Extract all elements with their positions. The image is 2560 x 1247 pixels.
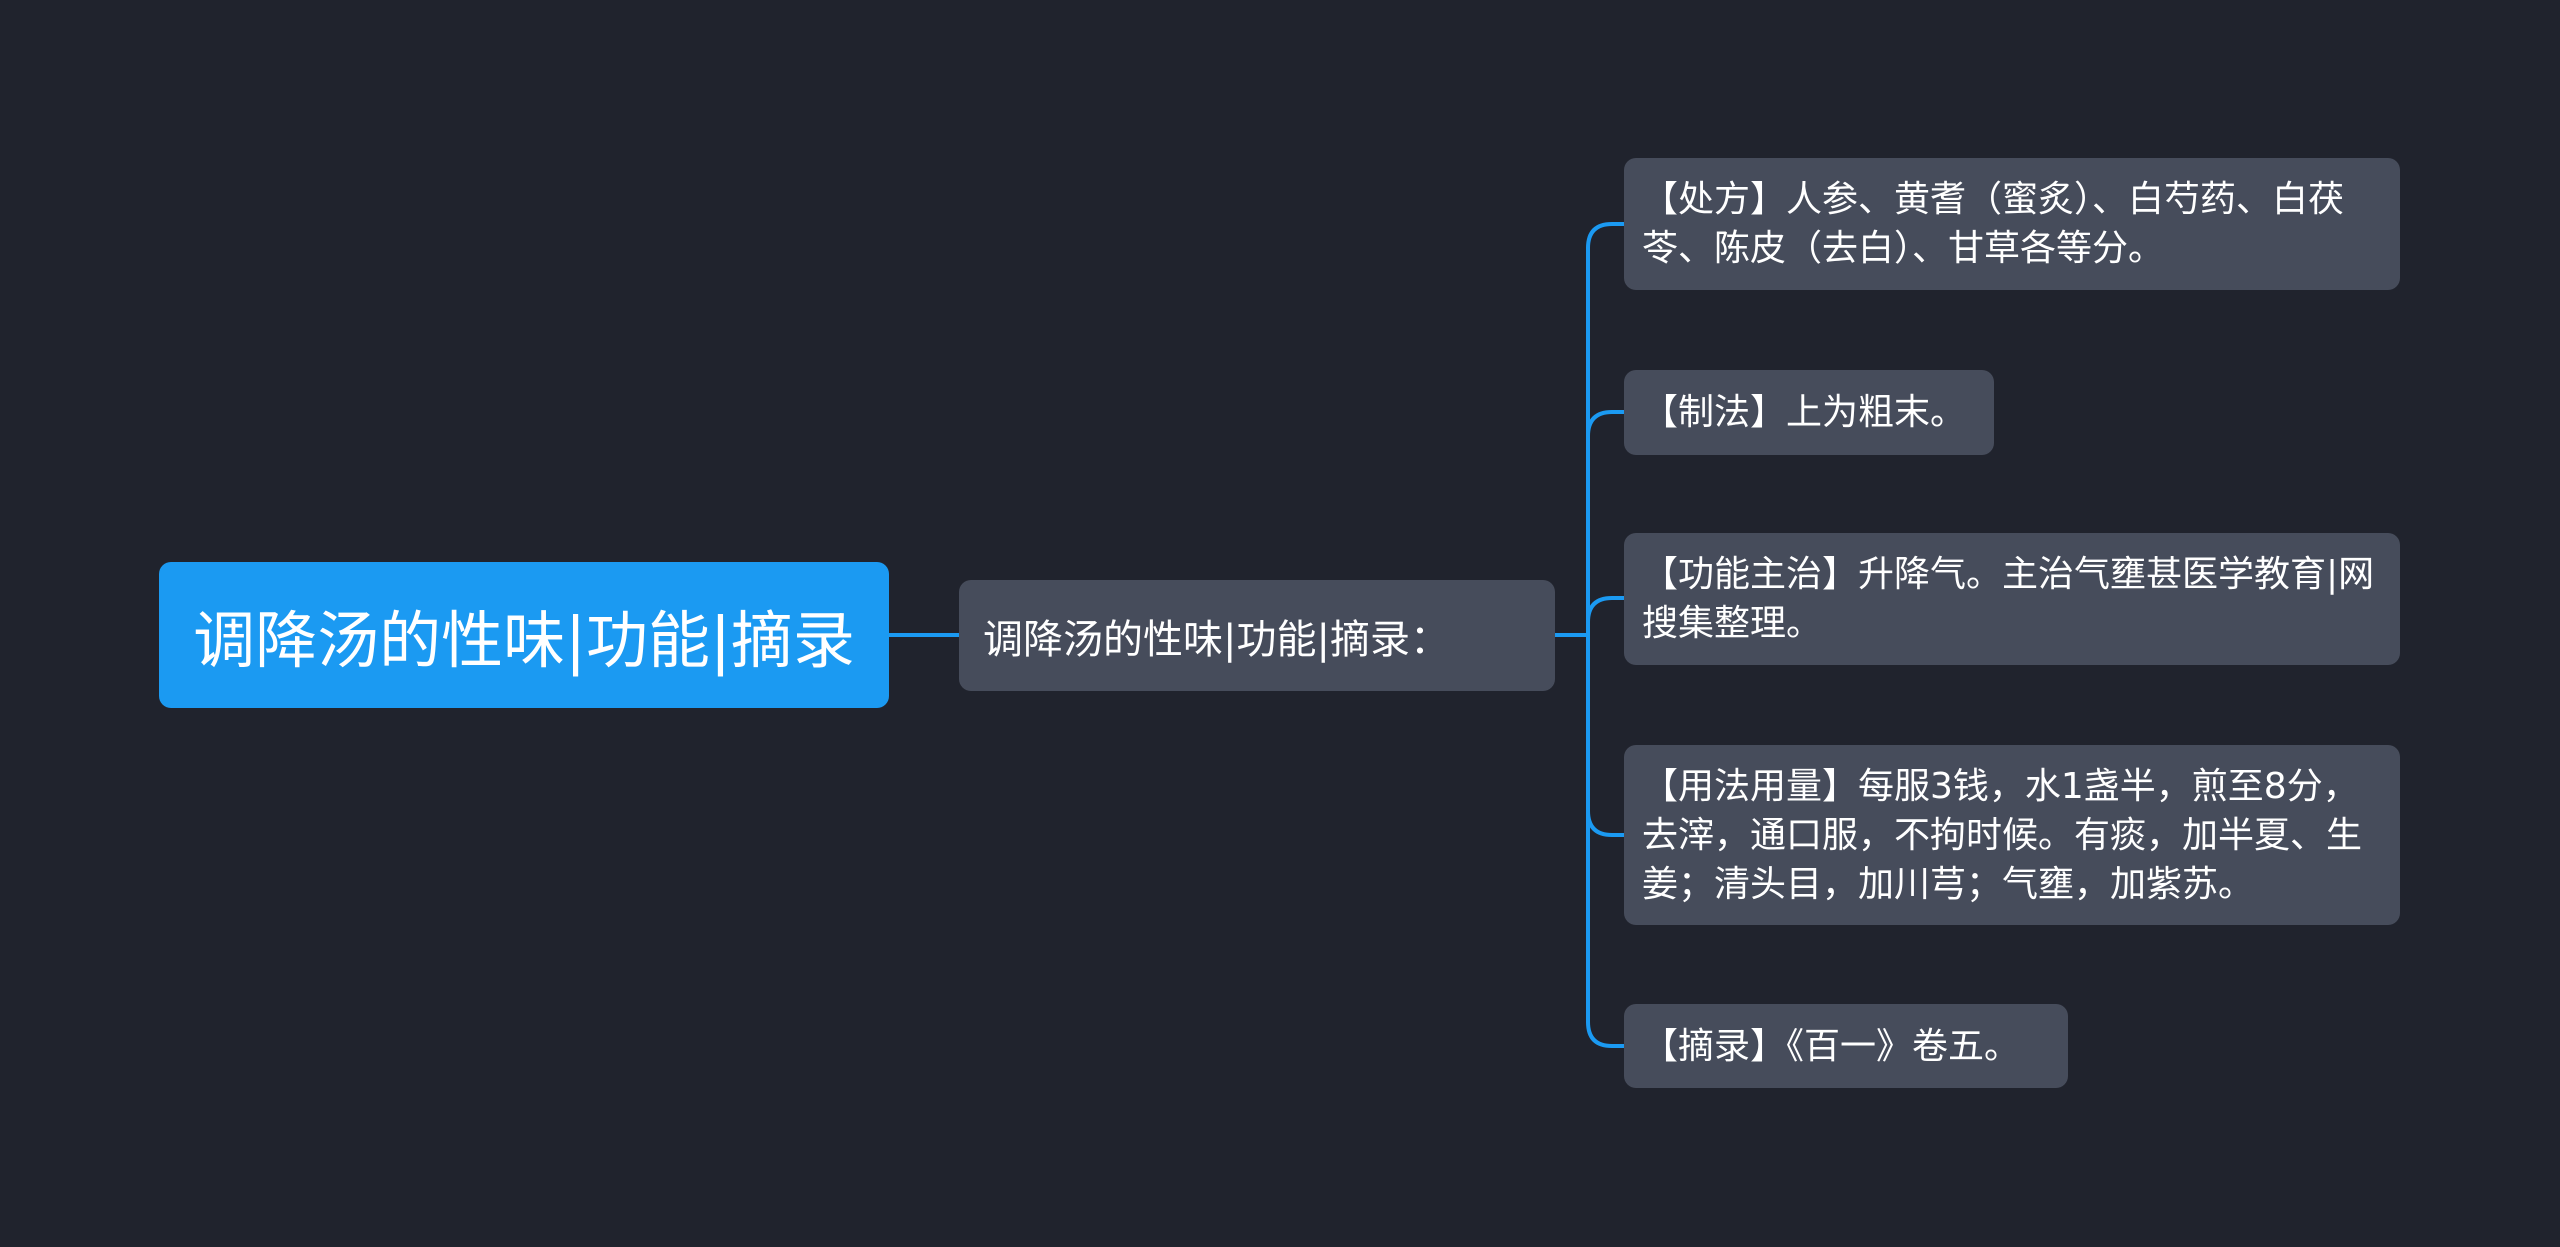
leaf-node-usage-dosage[interactable]: 【用法用量】每服3钱，水1盏半，煎至8分，去滓，通口服，不拘时候。有痰，加半夏、… (1624, 745, 2400, 925)
leaf-node-function[interactable]: 【功能主治】升降气。主治气壅甚医学教育|网搜集整理。 (1624, 533, 2400, 665)
branch-node-label: 调降汤的性味|功能|摘录： (983, 616, 1450, 663)
connector-leaf-3 (1586, 596, 1626, 624)
root-node[interactable]: 调降汤的性味|功能|摘录 (159, 562, 889, 708)
leaf-node-label: 【处方】人参、黄耆（蜜炙）、白芍药、白茯苓、陈皮（去白）、甘草各等分。 (1642, 179, 2345, 269)
leaf-node-label: 【用法用量】每服3钱，水1盏半，煎至8分，去滓，通口服，不拘时候。有痰，加半夏、… (1642, 765, 2363, 905)
leaf-node-preparation[interactable]: 【制法】上为粗末。 (1624, 370, 1994, 455)
connector-leaf-2 (1586, 410, 1626, 438)
leaf-node-source[interactable]: 【摘录】《百一》卷五。 (1624, 1004, 2068, 1088)
connector-leaf-4 (1586, 809, 1626, 837)
leaf-node-prescription[interactable]: 【处方】人参、黄耆（蜜炙）、白芍药、白茯苓、陈皮（去白）、甘草各等分。 (1624, 158, 2400, 290)
branch-node[interactable]: 调降汤的性味|功能|摘录： (959, 580, 1555, 691)
root-node-label: 调降汤的性味|功能|摘录 (193, 604, 855, 677)
connector-leaf-1 (1586, 222, 1626, 250)
leaf-node-label: 【摘录】《百一》卷五。 (1642, 1025, 2021, 1067)
leaf-node-label: 【功能主治】升降气。主治气壅甚医学教育|网搜集整理。 (1642, 554, 2375, 644)
leaf-node-label: 【制法】上为粗末。 (1642, 392, 1967, 433)
connector-leaf-5 (1586, 1020, 1626, 1048)
